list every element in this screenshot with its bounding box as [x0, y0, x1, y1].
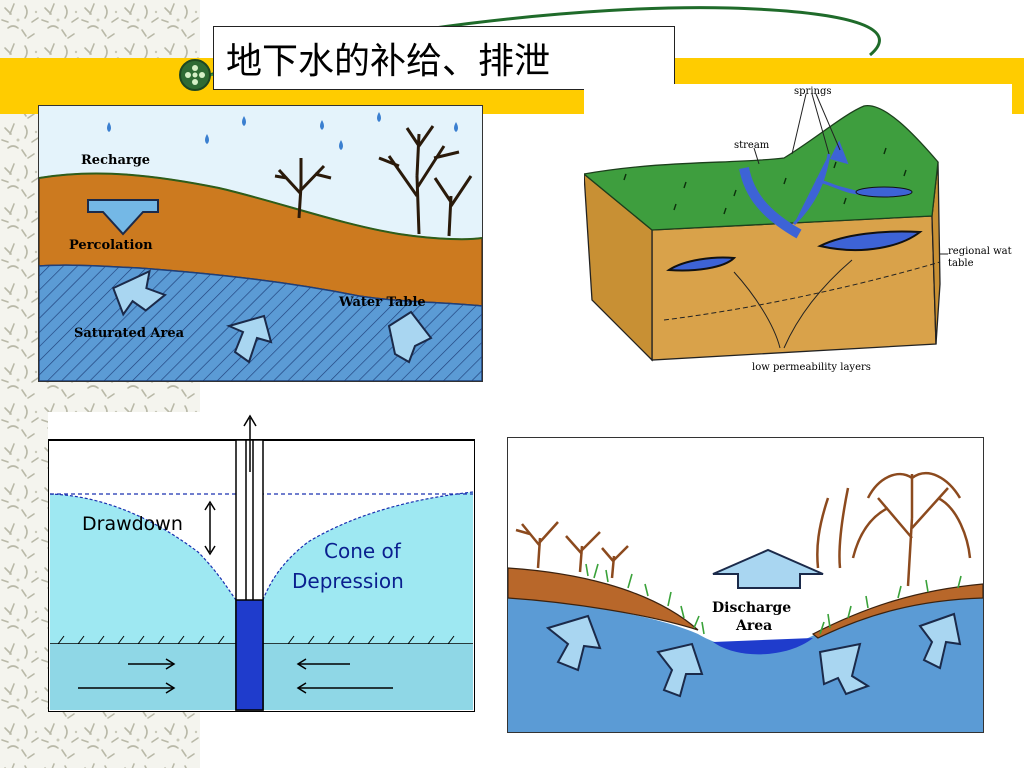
recharge-diagram: Recharge Percolation Water Table Saturat… — [38, 105, 483, 382]
grass-icons — [585, 563, 962, 635]
label-regional-water-table-2: table — [948, 258, 974, 269]
label-area: Area — [735, 618, 772, 634]
title-box: 地下水的补给、排泄 — [213, 26, 675, 90]
raindrop-icons — [107, 112, 458, 150]
label-water-table: Water Table — [338, 295, 426, 310]
tree-icons — [515, 521, 629, 579]
label-stream: stream — [734, 140, 770, 151]
cone-illustration: Drawdown Cone of Depression — [48, 414, 475, 712]
label-low-permeability: low permeability layers — [752, 362, 871, 373]
label-drawdown: Drawdown — [82, 513, 183, 535]
block-diagram: springs stream regional wate table low p… — [584, 84, 1012, 380]
label-springs: springs — [794, 86, 832, 97]
discharge-illustration: Discharge Area — [508, 438, 983, 732]
label-depression: Depression — [292, 569, 404, 593]
label-regional-water-table: regional wate — [948, 246, 1012, 257]
label-recharge: Recharge — [81, 153, 150, 168]
recharge-illustration: Recharge Percolation Water Table Saturat… — [39, 106, 482, 381]
slide-title: 地下水的补给、排泄 — [226, 41, 551, 82]
cone-diagram: Drawdown Cone of Depression — [48, 412, 475, 712]
label-cone-of: Cone of — [324, 539, 402, 563]
grass-icons — [623, 147, 907, 215]
tree-icons — [274, 125, 473, 237]
bullet-icon — [179, 59, 211, 91]
label-discharge: Discharge — [712, 600, 791, 616]
discharge-diagram: Discharge Area — [507, 437, 984, 733]
label-saturated-area: Saturated Area — [74, 326, 185, 341]
block-illustration: springs stream regional wate table low p… — [584, 86, 1012, 373]
label-percolation: Percolation — [69, 238, 153, 253]
